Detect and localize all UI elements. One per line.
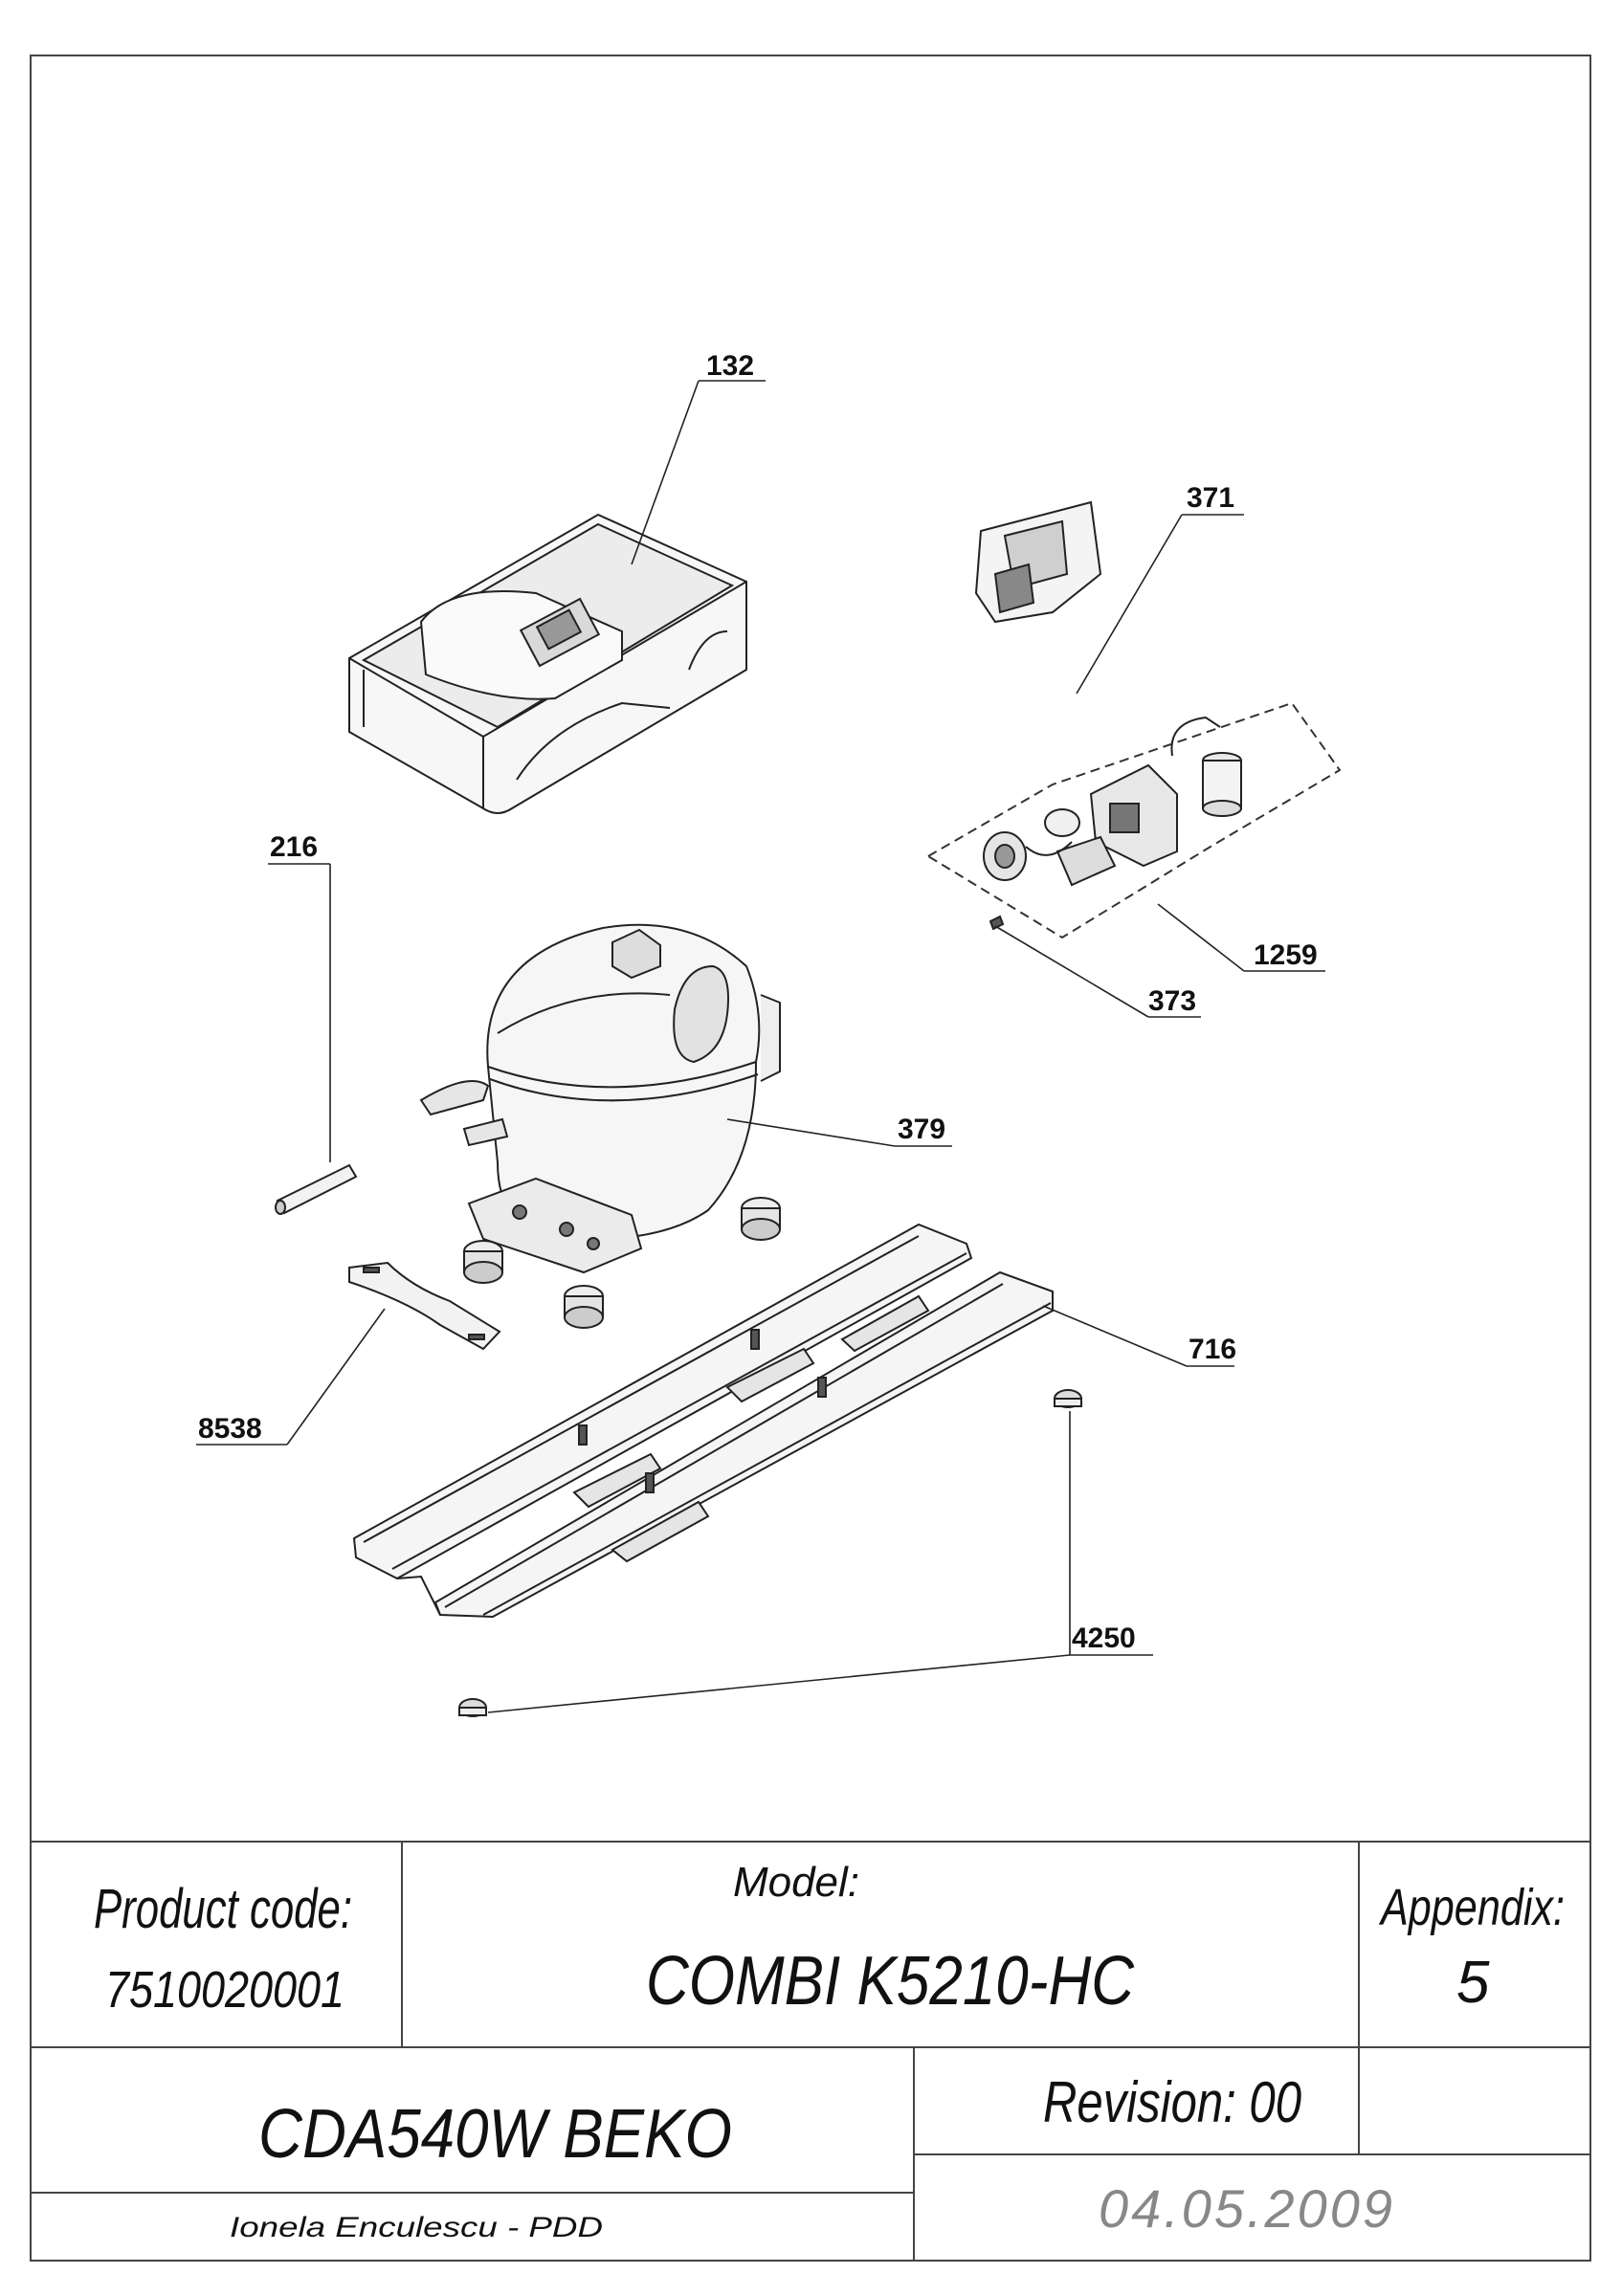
model-name: CDA540W BEKO — [258, 2096, 732, 2173]
part-371-1259-electrical — [926, 500, 1342, 939]
part-8538-plate — [348, 1261, 501, 1351]
callout-379: 379 — [898, 1114, 945, 1145]
product-code-label: Product code: — [94, 1878, 352, 1940]
part-132-cover — [348, 513, 747, 814]
part-216-tube — [275, 1163, 358, 1215]
callout-8538: 8538 — [198, 1413, 262, 1445]
callout-132: 132 — [706, 350, 754, 382]
part-4250-grommets — [458, 1389, 1082, 1717]
appendix-label: Appendix: — [1379, 1879, 1565, 1936]
date: 04.05.2009 — [1099, 2178, 1395, 2239]
model-value: COMBI K5210-HC — [646, 1943, 1135, 2020]
appendix-value: 5 — [1456, 1950, 1490, 2016]
sheet-border — [30, 55, 1591, 2262]
author: Ionela Enculescu - PDD — [230, 2212, 603, 2243]
callout-216: 216 — [270, 831, 318, 863]
callout-371: 371 — [1187, 482, 1234, 514]
revision: Revision: 00 — [1043, 2070, 1301, 2134]
product-code-value: 7510020001 — [105, 1961, 344, 2019]
callout-1259: 1259 — [1254, 939, 1318, 971]
model-label: Model: — [733, 1859, 859, 1906]
exploded-parts-drawing — [196, 380, 1342, 1717]
callout-716: 716 — [1189, 1334, 1236, 1365]
part-716-rails — [352, 1223, 1054, 1619]
leader-lines — [196, 380, 1325, 1713]
title-block — [31, 1841, 1590, 2261]
part-379-compressor — [419, 923, 781, 1329]
callout-4250: 4250 — [1072, 1623, 1136, 1654]
callout-373: 373 — [1148, 985, 1196, 1017]
